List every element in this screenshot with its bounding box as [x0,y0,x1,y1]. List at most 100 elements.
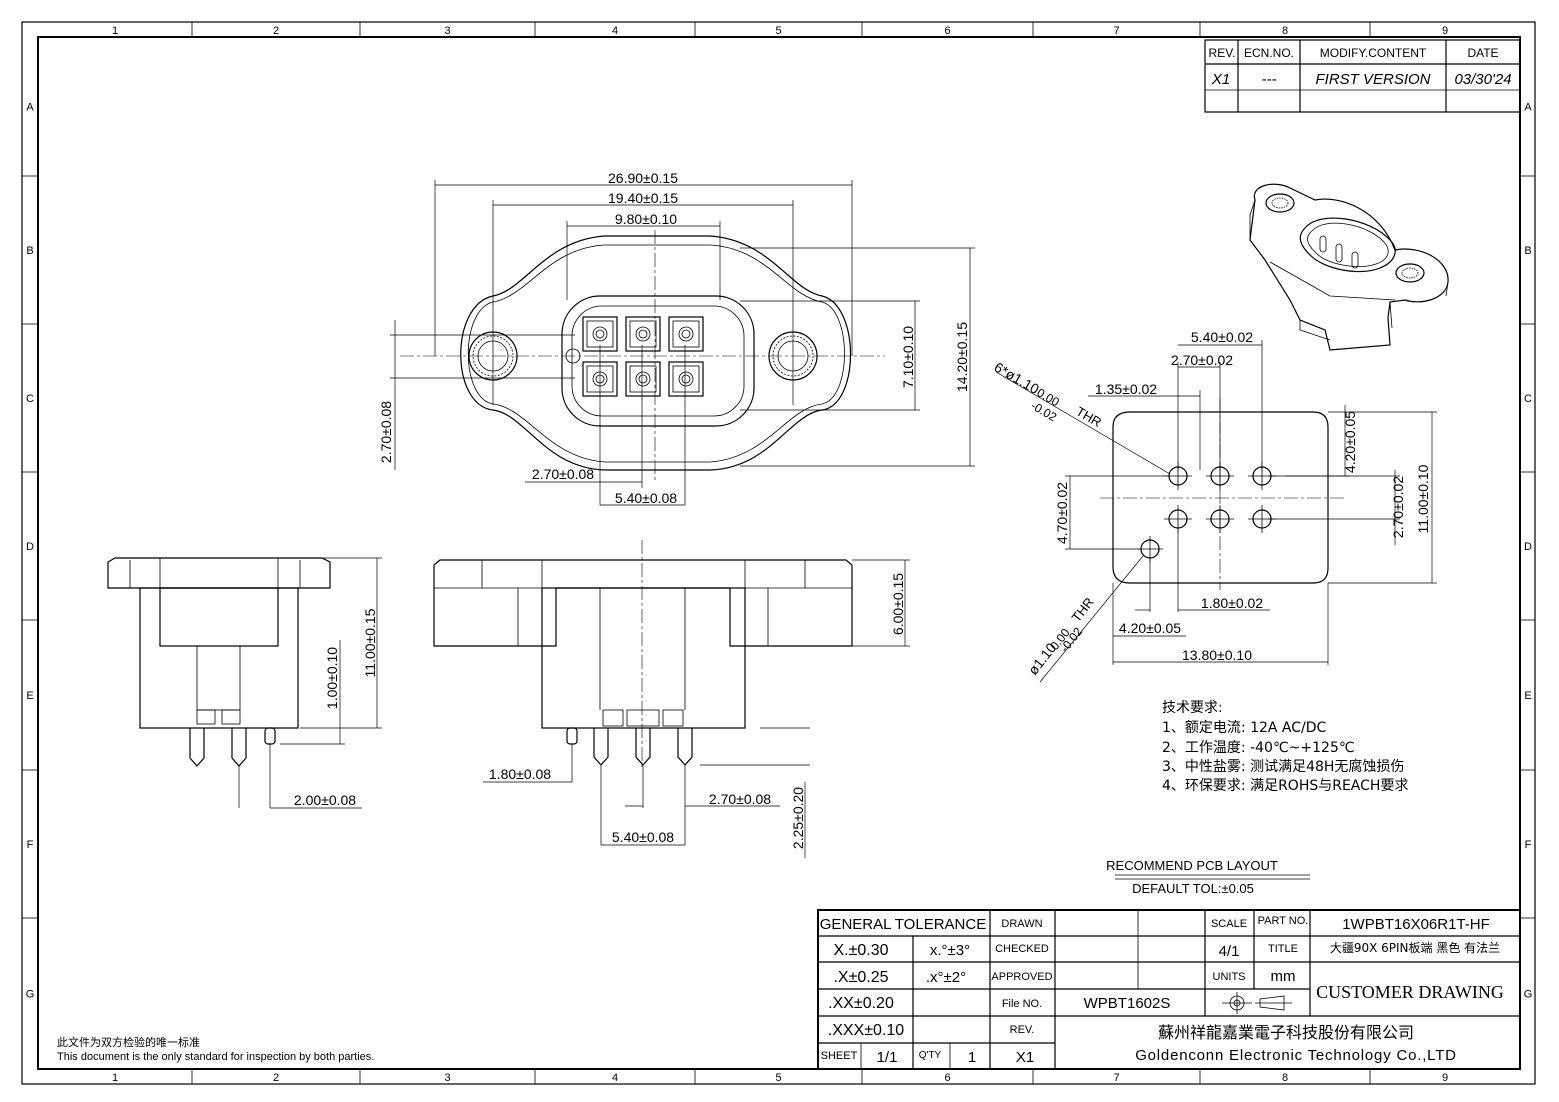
zone-label-bottom: 2 [273,1072,279,1084]
dim-front-pitch: 2.70±0.08 [709,791,771,807]
zone-label-left: C [26,393,34,405]
rev-row-content: FIRST VERSION [1315,71,1430,88]
zone-label-top: 8 [1282,25,1288,37]
tb-angle-tol-2: .x°±2° [926,969,966,986]
pcb-dim-left-y: 4.70±0.02 [1054,482,1070,544]
tb-qty-label: Q'TY [919,1050,942,1061]
dim-front-flange: 6.00±0.15 [890,573,906,635]
zone-label-top: 4 [612,25,618,37]
pin-cavity [625,316,661,352]
zone-label-right: E [1524,690,1531,702]
pcb-layout-title: RECOMMEND PCB LAYOUT [1106,858,1278,873]
zone-label-left: A [26,102,34,114]
flange-outline [460,235,852,471]
zone-label-bottom: 6 [944,1072,950,1084]
tb-drawing-type: CUSTOMER DRAWING [1316,982,1504,1002]
pcb-default-tol: DEFAULT TOL:±0.05 [1132,881,1254,896]
footer-note-en: This document is the only standard for i… [57,1051,374,1063]
tb-company-cn: 蘇州祥龍嘉業電子科技股份有限公司 [1158,1023,1414,1042]
title-block: GENERAL TOLERANCE X.±0.30 .X±0.25 .XX±0.… [817,909,1521,1070]
tb-company-en: Goldenconn Electronic Technology Co.,LTD [1135,1047,1457,1064]
pcb-hole-callout: 6*ø1.10 [992,359,1043,397]
rev-header-rev: REV. [1209,46,1236,60]
zone-label-bottom: 1 [112,1072,118,1084]
dim-front-pin-length: 2.25±0.20 [790,787,806,849]
tb-part-no: 1WPBT16X06R1T-HF [1342,916,1490,933]
dim-front-post-offset: 1.80±0.08 [489,766,551,782]
tech-item-4: 4、环保要求: 满足ROHS与REACH要求 [1162,778,1408,794]
zone-label-left: B [26,245,33,257]
pcb-post-suffix: THR [1069,595,1097,625]
tb-qty: 1 [968,1049,976,1066]
zone-label-top: 7 [1113,25,1119,37]
pcb-dim-edge-x: 1.35±0.02 [1095,381,1157,397]
dim-pin-offset: 2.70±0.08 [532,466,594,482]
rev-header-content: MODIFY.CONTENT [1320,46,1427,60]
zone-label-right: F [1525,839,1532,851]
pin-cavity [668,316,704,352]
rev-row-rev: X1 [1211,71,1230,88]
dim-total-height: 14.20±0.15 [954,322,970,392]
tb-units: mm [1271,968,1296,985]
dim-body-width: 9.80±0.10 [615,211,677,227]
pcb-layout: 5.40±0.02 2.70±0.02 1.35±0.02 6*ø1.10 0.… [992,329,1437,896]
tb-rev: X1 [1016,1049,1034,1066]
pcb-dim-row-pitch: 2.70±0.02 [1390,476,1406,538]
tb-drawn-label: DRAWN [1001,918,1042,930]
pcb-dim-col-pitch: 2.70±0.02 [1171,352,1233,368]
tech-item-2: 2、工作温度: -40℃~+125℃ [1162,740,1355,756]
projection-symbol-icon [1222,992,1292,1014]
side-view-left: 11.00±0.15 1.00±0.10 2.00±0.08 [107,557,382,809]
footer-note: 此文件为双方检验的唯一标准 This document is the only … [57,1035,374,1063]
tb-tol-x2: .XX±0.20 [828,995,894,1012]
tb-part-no-label: PART NO. [1258,915,1309,927]
pin-cavity [668,361,704,397]
zone-label-bottom: 3 [444,1072,450,1084]
dim-overall-width: 26.90±0.15 [608,170,678,186]
zone-label-left: D [26,541,34,553]
zone-label-top: 5 [775,25,781,37]
pcb-dim-post-y: 4.20±0.05 [1119,620,1181,636]
dim-left-offset: 2.70±0.08 [378,401,394,463]
zone-label-top: 2 [273,25,279,37]
tech-item-1: 1、额定电流: 12A AC/DC [1162,720,1327,736]
rev-header-date: DATE [1467,46,1498,60]
zone-label-top: 3 [444,25,450,37]
zone-label-bottom: 5 [775,1072,781,1084]
side-view-front: 6.00±0.15 1.80±0.08 2.70±0.08 5.40±0.08 … [433,540,910,858]
dim-left-height: 11.00±0.15 [362,608,378,677]
tb-tol-x: X.±0.30 [833,942,888,959]
dim-left-pin-gap: 2.00±0.08 [294,792,356,808]
tech-heading: 技术要求: [1162,700,1223,716]
tb-file-no-label: File NO. [1002,998,1042,1010]
tb-angle-tol-1: x.°±3° [930,942,970,959]
tb-file-no: WPBT1602S [1084,995,1171,1012]
dim-left-pin-step: 1.00±0.10 [324,647,340,709]
zone-label-left: F [27,839,34,851]
zone-label-bottom: 9 [1442,1072,1448,1084]
tech-item-3: 3、中性盐雾: 测试满足48H无腐蚀损伤 [1162,758,1404,775]
tb-scale-label: SCALE [1211,918,1247,930]
zone-label-right: B [1524,245,1531,257]
housing-outer [561,295,755,427]
zone-label-right: A [1524,102,1532,114]
zone-label-bottom: 7 [1113,1072,1119,1084]
pcb-dim-total-w: 13.80±0.10 [1182,647,1252,663]
revision-table: REV. ECN.NO. MODIFY.CONTENT DATE X1 --- … [1204,39,1521,113]
zone-label-right: C [1524,393,1532,405]
top-view: 26.90±0.15 19.40±0.15 9.80±0.10 14.20±0.… [378,170,975,506]
zone-label-left: E [26,690,33,702]
pcb-dim-col-span: 5.40±0.02 [1191,329,1253,345]
isometric-view [1249,183,1449,351]
zone-label-right: G [1524,989,1533,1001]
tb-tol-x1: .X±0.25 [833,969,888,986]
tb-units-label: UNITS [1213,971,1246,983]
pcb-dim-right-y: 4.20±0.05 [1342,411,1358,473]
tb-title: 大疆90X 6PIN板端 黑色 有法兰 [1330,941,1500,955]
